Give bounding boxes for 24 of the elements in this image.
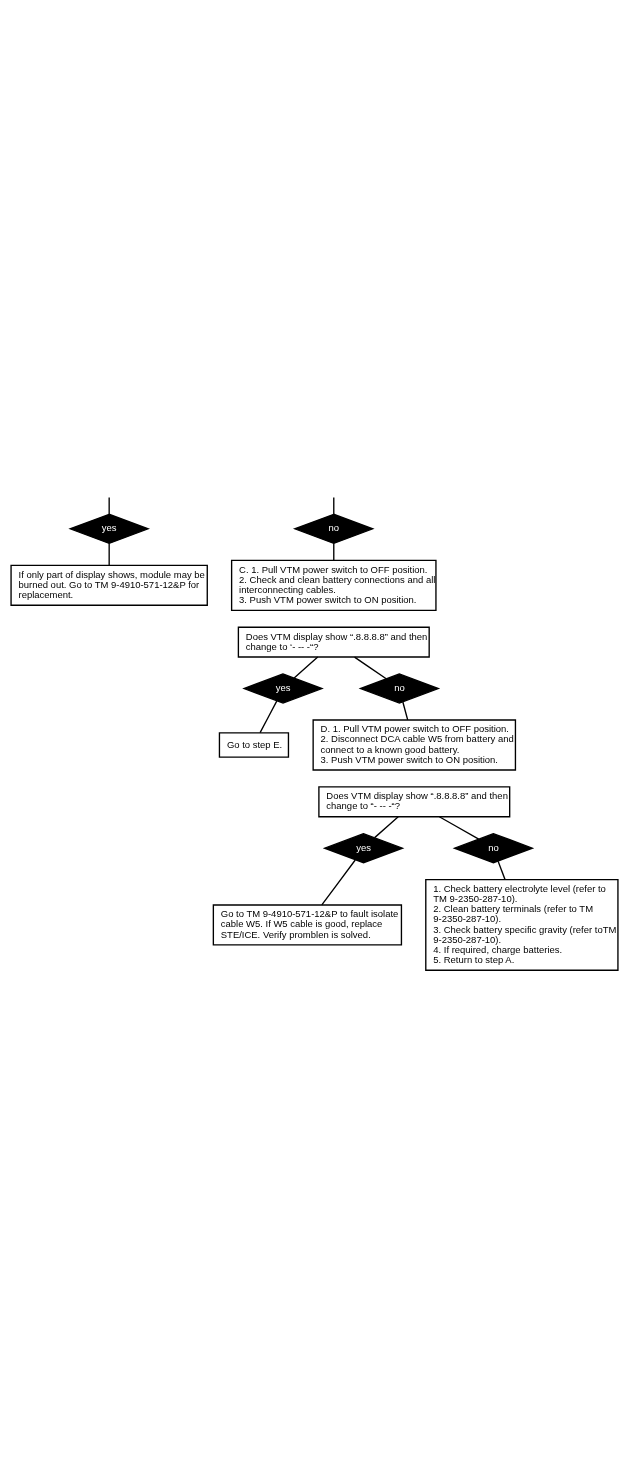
connector	[402, 700, 409, 721]
node-box: D. 1. Pull VTM power switch to OFF position. 2. Disconnect DCA cable W5 from battery and connect to a known good battery. 3. Push VTM power switch to ON position.	[312, 718, 517, 771]
node-box: C. 1. Pull VTM power switch to OFF position. 2. Check and clean battery connections and all interconnecting cables. 3. Push VTM power switch to ON position.	[230, 559, 437, 611]
node-box: Does VTM display show “.8.8.8.8” and then change to “- -- -“?	[318, 785, 511, 817]
connector	[497, 860, 506, 880]
node-diamond: no	[358, 672, 441, 704]
node-box: Go to step E.	[218, 731, 290, 758]
node-diamond: yes	[68, 513, 150, 544]
node-diamond: yes	[242, 672, 324, 704]
connector	[293, 655, 319, 679]
node-diamond: no	[292, 513, 375, 544]
connector	[321, 858, 356, 906]
connector	[259, 699, 278, 733]
node-box: Does VTM display show “.8.8.8.8” and then change to ‘- -- -“?	[237, 626, 430, 658]
connector	[108, 496, 110, 515]
connector	[353, 655, 387, 679]
node-box: Go to TM 9-4910-571-12&P to fault isolate cable W5. If W5 cable is good, replace STE/ICE. Verify promblen is solved.	[212, 903, 403, 946]
connector	[108, 542, 110, 566]
connector	[374, 815, 399, 838]
node-box: If only part of display shows, module may be burned out. Go to TM 9-4910-571-12&P for replacement.	[10, 564, 208, 606]
node-diamond: no	[452, 832, 535, 863]
connector	[438, 815, 480, 840]
node-diamond: yes	[322, 832, 405, 863]
node-box: 1. Check battery electrolyte level (refer to TM 9-2350-287-10). 2. Clean battery terminals (refer to TM 9-2350-287-10). 3. Check battery specific gravity (refer toTM 9-2350-287-10). 4. If required, charge batteries. 5. Return to step A.	[425, 878, 619, 971]
